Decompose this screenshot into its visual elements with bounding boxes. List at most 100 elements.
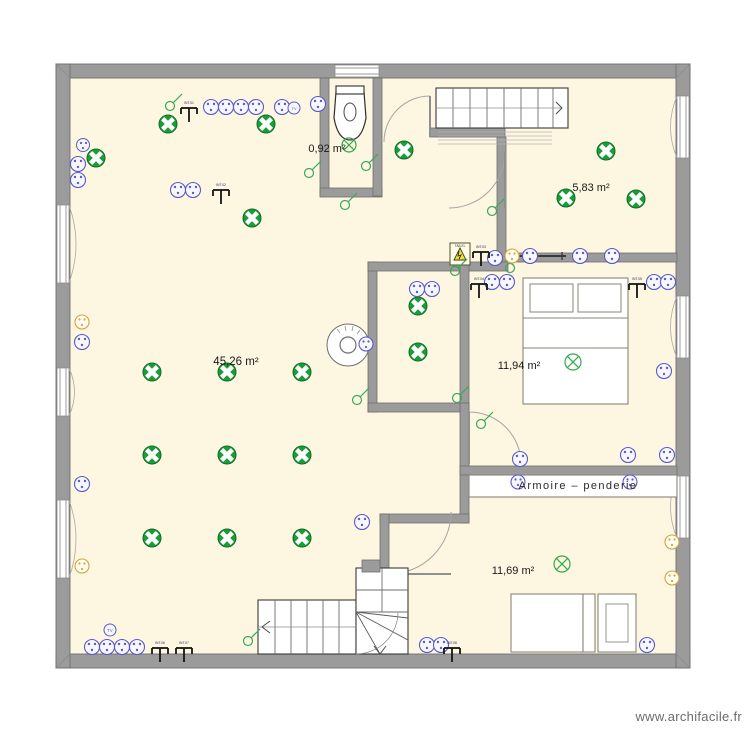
wall-lamp-icon — [486, 198, 505, 217]
ceiling-light-icon — [626, 189, 646, 209]
ceiling-light-icon — [217, 528, 237, 548]
power-outlet-icon — [638, 636, 656, 654]
stairs-lower-direction-arrow — [261, 620, 271, 634]
ceiling-light-icon — [292, 528, 312, 548]
wall-lamp-icon — [242, 628, 261, 647]
wall-lamp-icon — [360, 153, 379, 172]
power-outlet-icon — [432, 636, 450, 654]
ceiling-light-icon — [142, 362, 162, 382]
ceiling-light-icon — [292, 362, 312, 382]
power-outlet-icon — [358, 336, 374, 352]
svg-text:INT.04: INT.04 — [474, 277, 484, 281]
power-outlet-icon — [202, 98, 220, 116]
power-outlet-icon — [113, 638, 131, 656]
window-top-wc — [334, 64, 380, 78]
svg-text:INT.02: INT.02 — [216, 183, 226, 187]
ceiling-rose-icon — [564, 353, 582, 371]
bed-double — [522, 277, 629, 405]
power-outlet-icon — [73, 333, 91, 351]
power-outlet-icon — [664, 534, 680, 550]
power-outlet-icon — [128, 638, 146, 656]
wall-lamp-icon — [475, 411, 494, 430]
door-landing — [383, 95, 431, 143]
wall-lamp-icon — [351, 387, 370, 406]
power-outlet-icon — [622, 474, 638, 490]
electrical-panel-icon: TAB.EL — [449, 242, 471, 266]
smoke-detector-icon — [326, 323, 370, 367]
power-outlet-icon — [619, 446, 637, 464]
power-outlet-icon — [217, 98, 235, 116]
ceiling-light-icon — [142, 528, 162, 548]
window-right-lower — [670, 475, 690, 539]
switches-group: INT.01 INT.02 INT.03 INT.04 — [151, 101, 646, 662]
wall-center-left-v — [367, 261, 378, 413]
power-outlet-icon — [658, 446, 676, 464]
switch-icon: INT.01 — [180, 101, 198, 122]
wall-wc-right — [372, 77, 383, 197]
svg-text:INT.03: INT.03 — [476, 245, 486, 249]
ceiling-light-icon — [556, 188, 576, 208]
armoire-penderie-label: Armoire – penderie — [519, 480, 638, 492]
ceiling-light-icon — [142, 445, 162, 465]
power-outlet-icon — [603, 247, 621, 265]
wc-toilet — [333, 85, 367, 141]
switch-icon: INT.07 — [175, 641, 193, 662]
wall-center-top-h — [367, 261, 509, 272]
interior-walls — [319, 77, 678, 575]
power-outlet-icon — [309, 95, 327, 113]
power-outlet-icon — [504, 248, 520, 264]
window-right-mid — [670, 295, 690, 359]
ceiling-light-icon — [408, 342, 428, 362]
switch-icon: INT.02 — [212, 183, 230, 204]
switch-icon: INT.06 — [151, 641, 169, 662]
svg-text:TV: TV — [107, 628, 113, 633]
power-outlet-icon — [74, 314, 90, 330]
switch-icon: INT.08 — [443, 641, 461, 662]
window-right-upper — [670, 95, 690, 159]
window-left-mid — [56, 367, 75, 417]
ceiling-light-icon — [596, 141, 616, 161]
power-outlet-icon — [232, 98, 250, 116]
wall-lamp-icon — [451, 385, 470, 404]
svg-text:TV: TV — [291, 106, 296, 111]
stairs-lower — [257, 559, 409, 655]
power-outlet-icon — [184, 181, 202, 199]
power-outlet-icon — [247, 98, 265, 116]
ceiling-light-icon — [86, 148, 106, 168]
room-area-label: 0,92 m² — [308, 143, 346, 155]
svg-text:TAB.EL: TAB.EL — [455, 244, 466, 248]
wall-lamp-icon — [164, 93, 183, 112]
room-area-label: 5,83 m² — [572, 182, 610, 194]
ceiling-light-icon — [408, 296, 428, 316]
wall-right-corridor-v — [459, 402, 470, 524]
ceiling-light-icon — [217, 445, 237, 465]
power-outlet-icon — [73, 475, 91, 493]
wall-lamp-icon — [339, 192, 358, 211]
room-area-label: 45,26 m² — [213, 356, 259, 368]
watermark: www.archifacile.fr — [635, 709, 742, 724]
switch-icon: INT.04 — [470, 277, 488, 298]
wall-lower-mid-h — [379, 513, 470, 524]
power-outlet-icon — [486, 249, 504, 267]
power-outlet-icon — [69, 155, 87, 173]
switch-icon: INT.03 — [472, 245, 490, 266]
power-outlet-icon — [498, 273, 516, 291]
power-outlet-icon: TV — [287, 101, 301, 115]
power-outlet-icon — [655, 362, 673, 380]
power-outlet-icon — [659, 273, 677, 291]
svg-text:INT.07: INT.07 — [179, 641, 189, 645]
ceiling-light-icon — [256, 114, 276, 134]
ceiling-rose-icon — [341, 137, 357, 153]
ceiling-light-icon — [158, 114, 178, 134]
ceiling-light-icon — [394, 140, 414, 160]
window-left-lower — [56, 499, 77, 579]
room-area-label: 11,94 m² — [498, 360, 541, 372]
power-outlet-icon — [74, 558, 90, 574]
power-outlets-group: TV TV — [69, 95, 680, 656]
ceiling-rose-icon — [553, 555, 571, 573]
svg-text:INT.05: INT.05 — [632, 277, 642, 281]
wall-lamp-icon — [449, 258, 468, 277]
wall-lamp-icon — [303, 160, 322, 179]
ceiling-light-icon — [217, 362, 237, 382]
